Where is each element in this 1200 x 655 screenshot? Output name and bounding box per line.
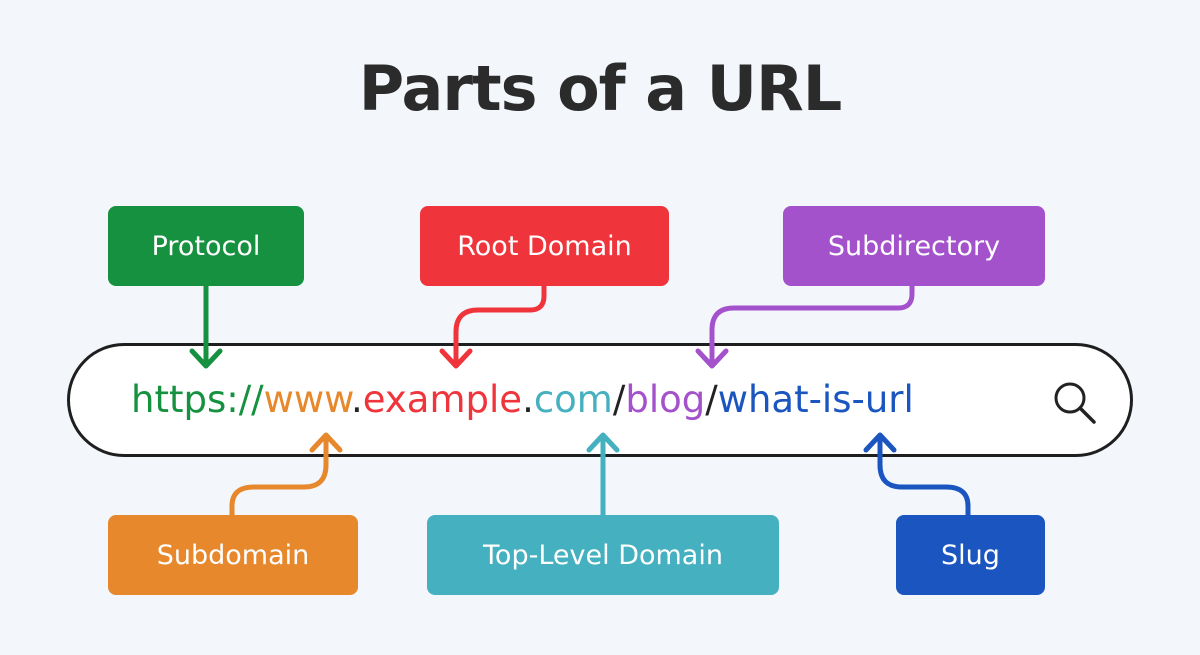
label-subdirectory: Subdirectory — [783, 206, 1045, 286]
arrow-root-domain — [439, 283, 547, 369]
url-dot: . — [522, 378, 534, 421]
url-slash: / — [705, 378, 718, 421]
url-subdirectory: blog — [625, 378, 706, 421]
page-title: Parts of a URL — [358, 52, 842, 125]
arrow-protocol — [189, 283, 223, 369]
url-text: https://www.example.com/blog/what-is-url — [131, 374, 914, 426]
url-root-domain: example — [362, 378, 523, 421]
label-root-domain: Root Domain — [420, 206, 669, 286]
arrow-tld — [586, 432, 620, 518]
url-subdomain: www — [263, 378, 352, 421]
arrow-slug — [863, 432, 971, 518]
label-top-level-domain: Top-Level Domain — [427, 515, 779, 595]
label-subdomain: Subdomain — [108, 515, 358, 595]
label-protocol: Protocol — [108, 206, 304, 286]
url-slug: what-is-url — [717, 378, 914, 421]
arrow-subdomain — [229, 432, 343, 518]
url-protocol: https:// — [131, 378, 264, 421]
url-slash: / — [612, 378, 626, 421]
search-icon[interactable] — [1048, 376, 1100, 428]
arrow-subdirectory — [695, 283, 915, 369]
label-slug: Slug — [896, 515, 1045, 595]
url-dot: . — [351, 378, 363, 421]
url-tld: com — [533, 378, 613, 421]
